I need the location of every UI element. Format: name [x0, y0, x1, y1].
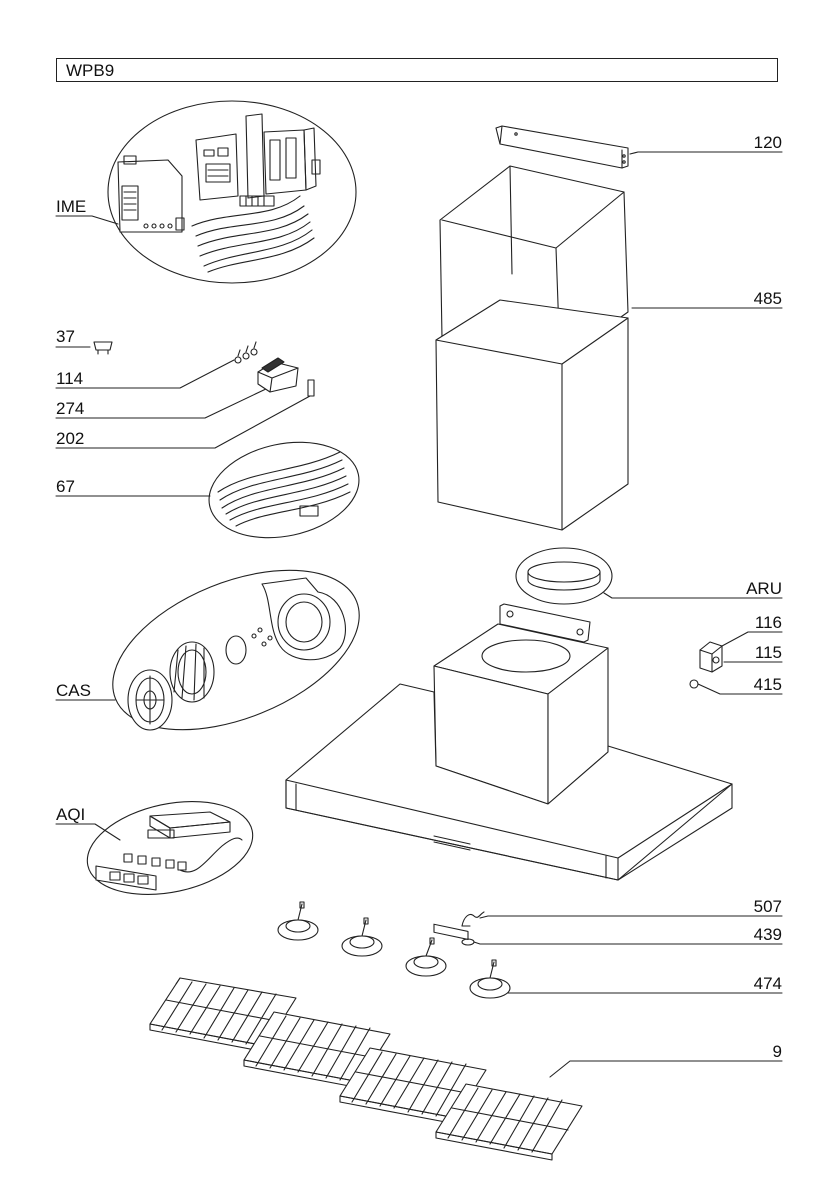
- hood-body: [286, 604, 732, 939]
- cas-motor-group: [90, 538, 382, 761]
- aru-ring: [516, 548, 612, 604]
- aqi-controls-group: [79, 787, 262, 908]
- chimney: [436, 166, 628, 530]
- leader-lines: [56, 152, 782, 1077]
- grease-filters-group: [150, 978, 582, 1160]
- side-parts-group: [690, 642, 722, 688]
- wire-harness-group: [200, 429, 368, 551]
- ime-electronics-group: [108, 101, 356, 283]
- lamps-group: [278, 902, 510, 998]
- chimney-bracket: [496, 126, 628, 168]
